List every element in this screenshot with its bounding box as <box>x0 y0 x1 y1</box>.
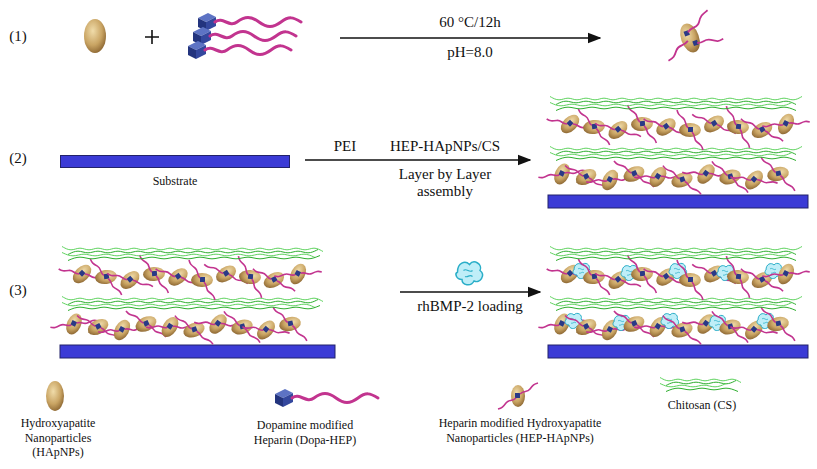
hep-hap-particle <box>175 307 213 353</box>
chitosan-strand <box>660 384 726 387</box>
legend-text: Hydroxyapatite Nanoparticles (HApNPs) <box>8 416 108 460</box>
rhbmp2-icon <box>456 262 482 285</box>
hep-hap-particle <box>140 253 169 295</box>
legend-samples <box>46 378 741 412</box>
hep-hap-particle <box>762 253 810 295</box>
step-number: (1) <box>9 28 27 45</box>
reaction-scheme <box>84 9 724 62</box>
chitosan-strand <box>68 306 320 311</box>
node-label: Substrate <box>60 174 290 189</box>
hep-hap-particle <box>578 255 609 298</box>
substrate-bar <box>548 345 808 358</box>
hep-hap-particle <box>628 103 657 145</box>
hep-hap-particle <box>595 256 641 303</box>
chitosan-strand <box>62 297 323 302</box>
dopa-hep <box>188 13 301 59</box>
hep-hap-particle <box>565 153 607 201</box>
lbl-film-loaded <box>538 247 809 359</box>
hap-particle <box>84 19 106 53</box>
hep-hap-particle <box>236 256 265 298</box>
substrate: Substrate <box>60 155 290 191</box>
hep-hap-particle <box>565 303 607 351</box>
hep-hap-particle <box>677 260 703 300</box>
legend-dopa-hep <box>275 389 378 407</box>
hep-hap-particle <box>741 256 783 304</box>
chitosan-strand <box>550 253 792 256</box>
legend-chitosan <box>660 378 741 392</box>
hep-hap-particle <box>724 256 753 298</box>
hep-hap-particle <box>677 110 703 150</box>
hep-hap-particle <box>663 157 701 203</box>
lbl-film <box>50 247 335 359</box>
legend-text: Dopamine modified Heparin (Dopa-HEP) <box>240 418 370 447</box>
plus-sign <box>145 30 159 44</box>
chitosan-strand <box>62 303 315 308</box>
process-label: rhBMP-2 loading <box>417 298 522 315</box>
hep-hap-particle <box>189 260 215 300</box>
legend-hep-hap <box>498 383 538 409</box>
lbl-film <box>538 97 809 209</box>
chitosan-strand <box>550 153 792 156</box>
hep-hap-particle <box>253 256 295 304</box>
hep-hap-particle <box>724 106 753 148</box>
hep-hap-particle <box>663 307 701 353</box>
reaction-arrow <box>340 37 600 39</box>
legend-hap <box>46 381 64 411</box>
process-arrow <box>305 159 530 161</box>
hep-hap-particle <box>628 253 657 295</box>
chitosan-strand <box>550 297 802 300</box>
substrate-bar <box>60 345 335 358</box>
process-label: PEI <box>334 138 357 155</box>
condition: pH=8.0 <box>447 44 493 61</box>
hep-hap-particle <box>741 106 783 154</box>
chitosan-strand <box>550 97 802 100</box>
hep-hap-product <box>657 9 724 62</box>
hep-hap-particle <box>578 105 609 148</box>
chitosan-strand <box>550 147 802 150</box>
process-arrow <box>400 291 540 293</box>
chitosan-strand <box>556 157 796 160</box>
chitosan-strand <box>556 107 796 110</box>
hep-hap-particle <box>107 256 153 303</box>
legend-text: Chitosan (CS) <box>657 398 747 413</box>
chitosan-strand <box>660 378 741 383</box>
chitosan-strand <box>550 247 802 250</box>
step-number: (2) <box>9 150 27 167</box>
hep-hap-particle <box>762 103 810 145</box>
hep-hap-particle <box>90 255 121 298</box>
chitosan-strand <box>550 303 792 306</box>
process-label: HEP-HApNPs/CS <box>390 138 500 155</box>
chitosan-strand <box>556 307 796 310</box>
chitosan-strand <box>550 103 792 106</box>
chitosan-strand <box>666 388 738 391</box>
process-label: Layer by Layer assembly <box>388 166 503 201</box>
chitosan-strand <box>556 257 796 260</box>
chitosan-strand <box>68 256 320 261</box>
hep-hap-particle <box>595 106 641 153</box>
chitosan-strand <box>62 253 315 258</box>
hep-hap-particle <box>77 303 119 351</box>
condition: 60 °C/12h <box>439 14 500 31</box>
chitosan-strand <box>62 247 323 252</box>
legend-text: Heparin modified Hydroxyapatite Nanopart… <box>435 416 605 445</box>
substrate-bar <box>548 195 808 208</box>
hep-hap-particle <box>274 253 322 295</box>
chitosan-strand <box>666 381 736 386</box>
substrate-bar <box>60 155 290 168</box>
step-number: (3) <box>9 282 27 299</box>
